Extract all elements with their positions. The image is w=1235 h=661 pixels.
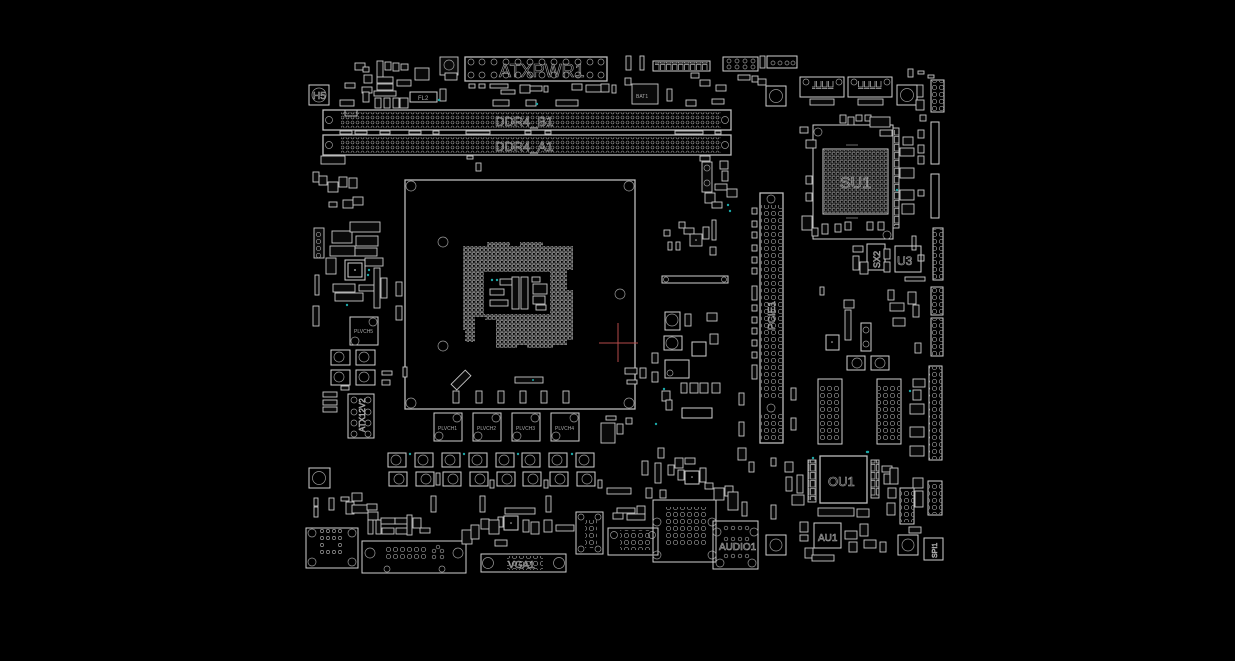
svg-text:PLVCH2: PLVCH2 <box>477 426 496 432</box>
dimm-slot-a1[interactable]: DDR4_A1 <box>322 134 732 156</box>
atx12v-connector[interactable]: ATX12V2 <box>347 393 375 439</box>
mount-hole-h4 <box>308 467 331 489</box>
svg-text:ATX12V2: ATX12V2 <box>358 398 367 432</box>
choke-plvch1: PLVCH1 <box>433 412 463 442</box>
atx-power-connector[interactable]: ATXPWR1 <box>464 56 608 82</box>
mosfet-pair-left <box>322 349 408 413</box>
audio-label: AUDIO1 <box>719 542 757 553</box>
right-edge-headers <box>907 68 945 516</box>
bat-label: BAT1 <box>636 94 648 100</box>
usb-header-top-right-2 <box>847 76 893 106</box>
vrm-left-cluster <box>312 171 403 327</box>
svg-text:PCIE1: PCIE1 <box>767 301 778 330</box>
smd-row-top-middle <box>468 83 617 107</box>
cursor-crosshair <box>599 323 638 362</box>
svg-text:PLVCH1: PLVCH1 <box>438 426 457 432</box>
lower-middle-smd <box>461 447 755 547</box>
mount-hole-h2 <box>765 534 787 556</box>
atx-power-label: ATXPWR1 <box>499 61 585 81</box>
dimm-a1-label: DDR4_A1 <box>495 139 554 154</box>
clock-gen-sx2: SX2 <box>852 243 886 275</box>
vga-connector[interactable]: VGA1 <box>480 553 567 573</box>
usb3-34-connector[interactable] <box>575 511 604 555</box>
mount-hole-h6 <box>765 85 787 107</box>
svg-text:SX2: SX2 <box>872 251 882 268</box>
io-chip-ou1[interactable]: OU1 <box>770 450 899 520</box>
cpu-socket[interactable] <box>404 179 636 410</box>
usb-header-top-right-1 <box>799 76 845 106</box>
pch-surrounding-smd <box>799 114 925 237</box>
mount-hole-h5: H5 <box>308 84 330 106</box>
dimm-side-smd <box>320 130 722 172</box>
svg-text:PLVCH4: PLVCH4 <box>555 426 574 432</box>
mid-smd-cluster <box>600 160 738 444</box>
usb-stack-connector[interactable] <box>607 527 659 556</box>
spi-flash-chip[interactable]: SPI1 <box>923 537 944 561</box>
super-io-u3[interactable]: U3 <box>883 245 926 282</box>
choke-plvch3: PLVCH3 <box>511 412 541 442</box>
svg-text:PLVCH3: PLVCH3 <box>516 426 535 432</box>
svg-text:PLVCH5: PLVCH5 <box>354 329 373 335</box>
front-panel-header[interactable] <box>886 477 924 534</box>
lan-usb3-connector[interactable] <box>305 527 359 569</box>
audio-codec-label: AU1 <box>818 533 838 544</box>
lan-rj45-connector[interactable] <box>652 499 717 563</box>
mosfet-array-bottom <box>387 452 603 489</box>
mount-hole-h1 <box>896 84 918 106</box>
dimm-b1-label: DDR4_B1 <box>495 114 554 129</box>
io-chip-label: OU1 <box>828 474 855 489</box>
dvi-connector[interactable] <box>361 540 467 574</box>
fl2-component: FL2 <box>409 91 438 103</box>
pch-label: SU1 <box>840 175 871 192</box>
choke-plvch2: PLVCH2 <box>472 412 502 442</box>
svg-text:FL2: FL2 <box>418 96 429 102</box>
mount-hole-h3 <box>897 534 919 556</box>
dimm-slot-b1[interactable]: DDR4_B1 <box>322 109 732 131</box>
svg-text:SPI1: SPI1 <box>932 543 939 558</box>
right-middle-cluster <box>817 286 920 454</box>
choke-plvch5: PLVCH5 <box>349 316 379 346</box>
header-top-row: BAT1 <box>624 55 798 107</box>
audio-codec-au1[interactable]: AU1 <box>799 521 887 562</box>
pcie-side-smd <box>738 207 797 437</box>
audio-jack-connector[interactable]: AUDIO1 <box>712 520 759 570</box>
pcie-slot[interactable]: PCIE1 <box>759 192 784 444</box>
choke-plvch4: PLVCH4 <box>550 412 580 442</box>
pch-chip[interactable]: SU1 <box>812 124 894 240</box>
smd-cluster-top-left <box>339 56 459 117</box>
svg-text:H5: H5 <box>313 91 326 102</box>
super-io-label: U3 <box>897 254 913 268</box>
bottom-left-smd <box>313 492 636 536</box>
vga-label: VGA1 <box>508 560 535 571</box>
